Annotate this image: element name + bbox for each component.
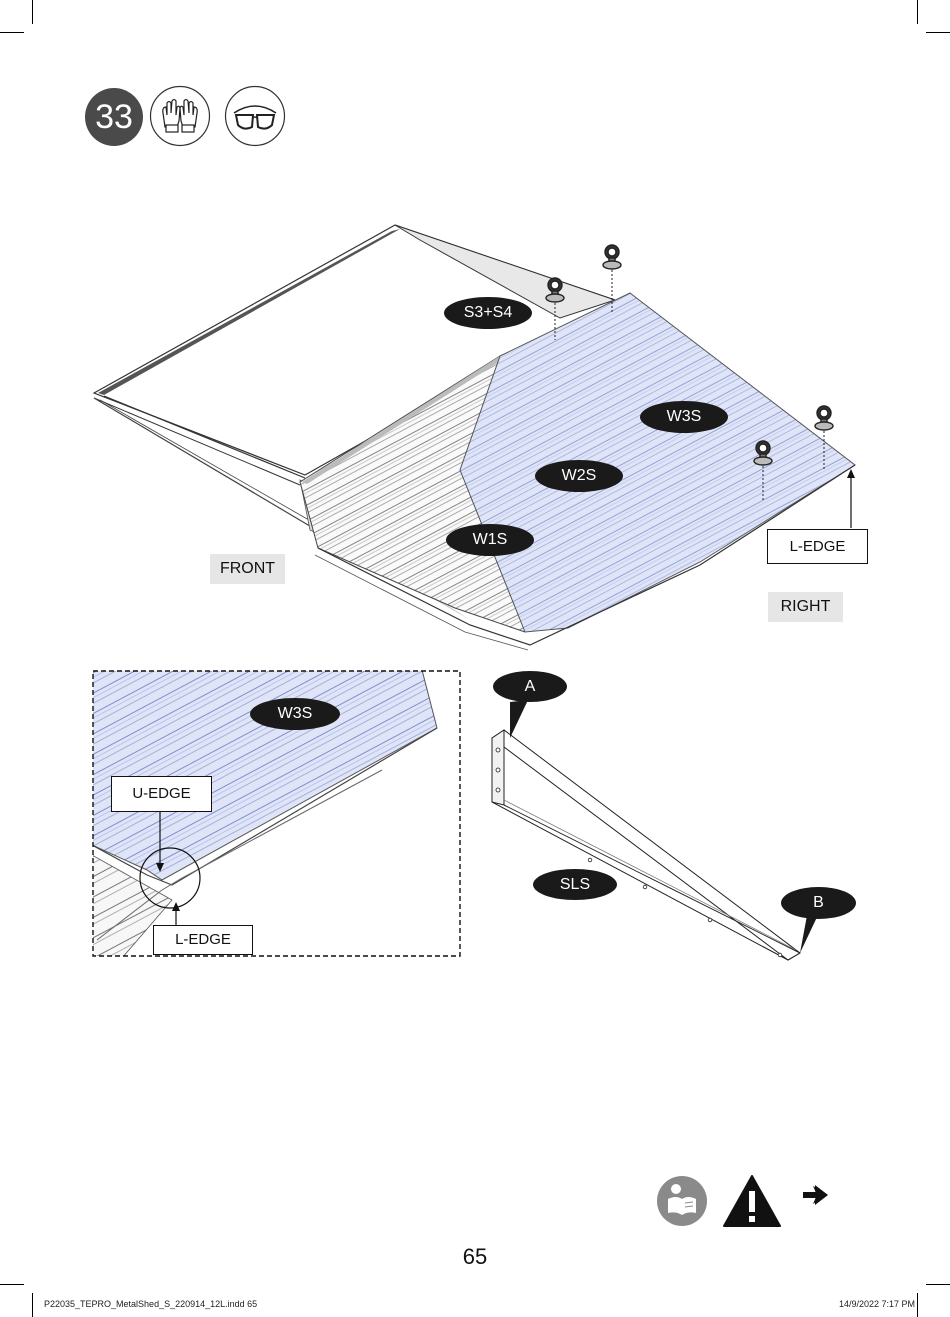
crop-mark [32,0,33,24]
crop-mark [926,1284,950,1285]
label-right: RIGHT [768,592,843,622]
part-label-a: A [493,671,567,702]
label-w3s: W3S [640,401,728,433]
crop-mark [917,0,918,24]
safety-goggles-icon [224,85,286,147]
label-l-edge: L-EDGE [767,529,868,564]
roof-panel-illustration [92,224,856,651]
edge-detail-inset [92,670,461,957]
label-w2s: W2S [535,460,623,492]
sls-support-illustration [491,700,818,961]
page-number: 65 [462,1244,488,1269]
crop-mark [926,32,950,33]
warning-icon [723,1175,781,1227]
read-manual-icon [657,1176,707,1226]
footer-filename: P22035_TEPRO_MetalShed_S_220914_12L.indd… [44,1299,258,1309]
label-s3-s4: S3+S4 [444,297,532,329]
footer-timestamp: 14/9/2022 7:17 PM [838,1299,915,1309]
part-label-b: B [781,887,856,919]
crop-mark [0,32,24,33]
crop-mark [917,1293,918,1317]
inset-label-u-edge: U-EDGE [111,776,212,812]
gloves-icon [149,85,211,147]
label-front: FRONT [210,554,285,584]
label-w1s: W1S [446,524,534,556]
inset-label-w3s: W3S [250,698,340,730]
crop-mark [0,1284,24,1285]
inset-label-l-edge: L-EDGE [153,925,253,955]
next-arrow-icon [803,1185,828,1205]
crop-mark [32,1293,33,1317]
part-label-sls: SLS [533,869,617,900]
step-number-badge: 33 [85,88,143,146]
